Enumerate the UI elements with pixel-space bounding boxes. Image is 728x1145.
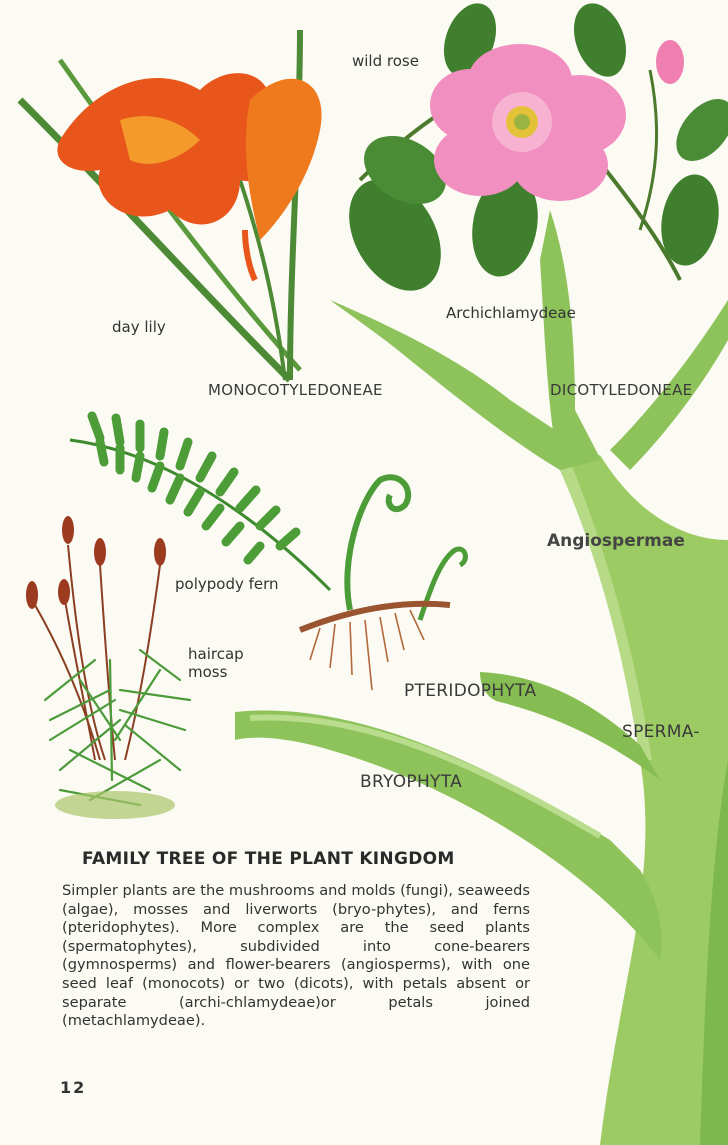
label-polypody-fern: polypody fern bbox=[175, 575, 279, 593]
caption-body: Simpler plants are the mushrooms and mol… bbox=[62, 882, 530, 1031]
label-pteridophyta: PTERIDOPHYTA bbox=[404, 681, 536, 701]
caption-title: FAMILY TREE OF THE PLANT KINGDOM bbox=[82, 849, 455, 869]
wild-rose-illustration bbox=[330, 0, 728, 307]
tree-trunk bbox=[560, 455, 728, 1145]
polypody-fern-illustration bbox=[70, 416, 465, 690]
label-dicotyledoneae: DICOTYLEDONEAE bbox=[550, 381, 692, 399]
label-angiospermae: Angiospermae bbox=[547, 531, 685, 551]
page-number: 12 bbox=[60, 1078, 86, 1097]
label-wild-rose: wild rose bbox=[352, 52, 419, 70]
label-archichlamydeae: Archichlamydeae bbox=[446, 304, 576, 322]
label-haircap-moss: haircap moss bbox=[188, 645, 244, 681]
haircap-moss-illustration bbox=[26, 516, 190, 819]
label-bryophyta: BRYOPHYTA bbox=[360, 772, 462, 792]
day-lily-illustration bbox=[20, 30, 322, 380]
label-day-lily: day lily bbox=[112, 318, 166, 336]
label-sperma: SPERMA- bbox=[622, 722, 700, 742]
label-monocotyledoneae: MONOCOTYLEDONEAE bbox=[208, 381, 383, 399]
